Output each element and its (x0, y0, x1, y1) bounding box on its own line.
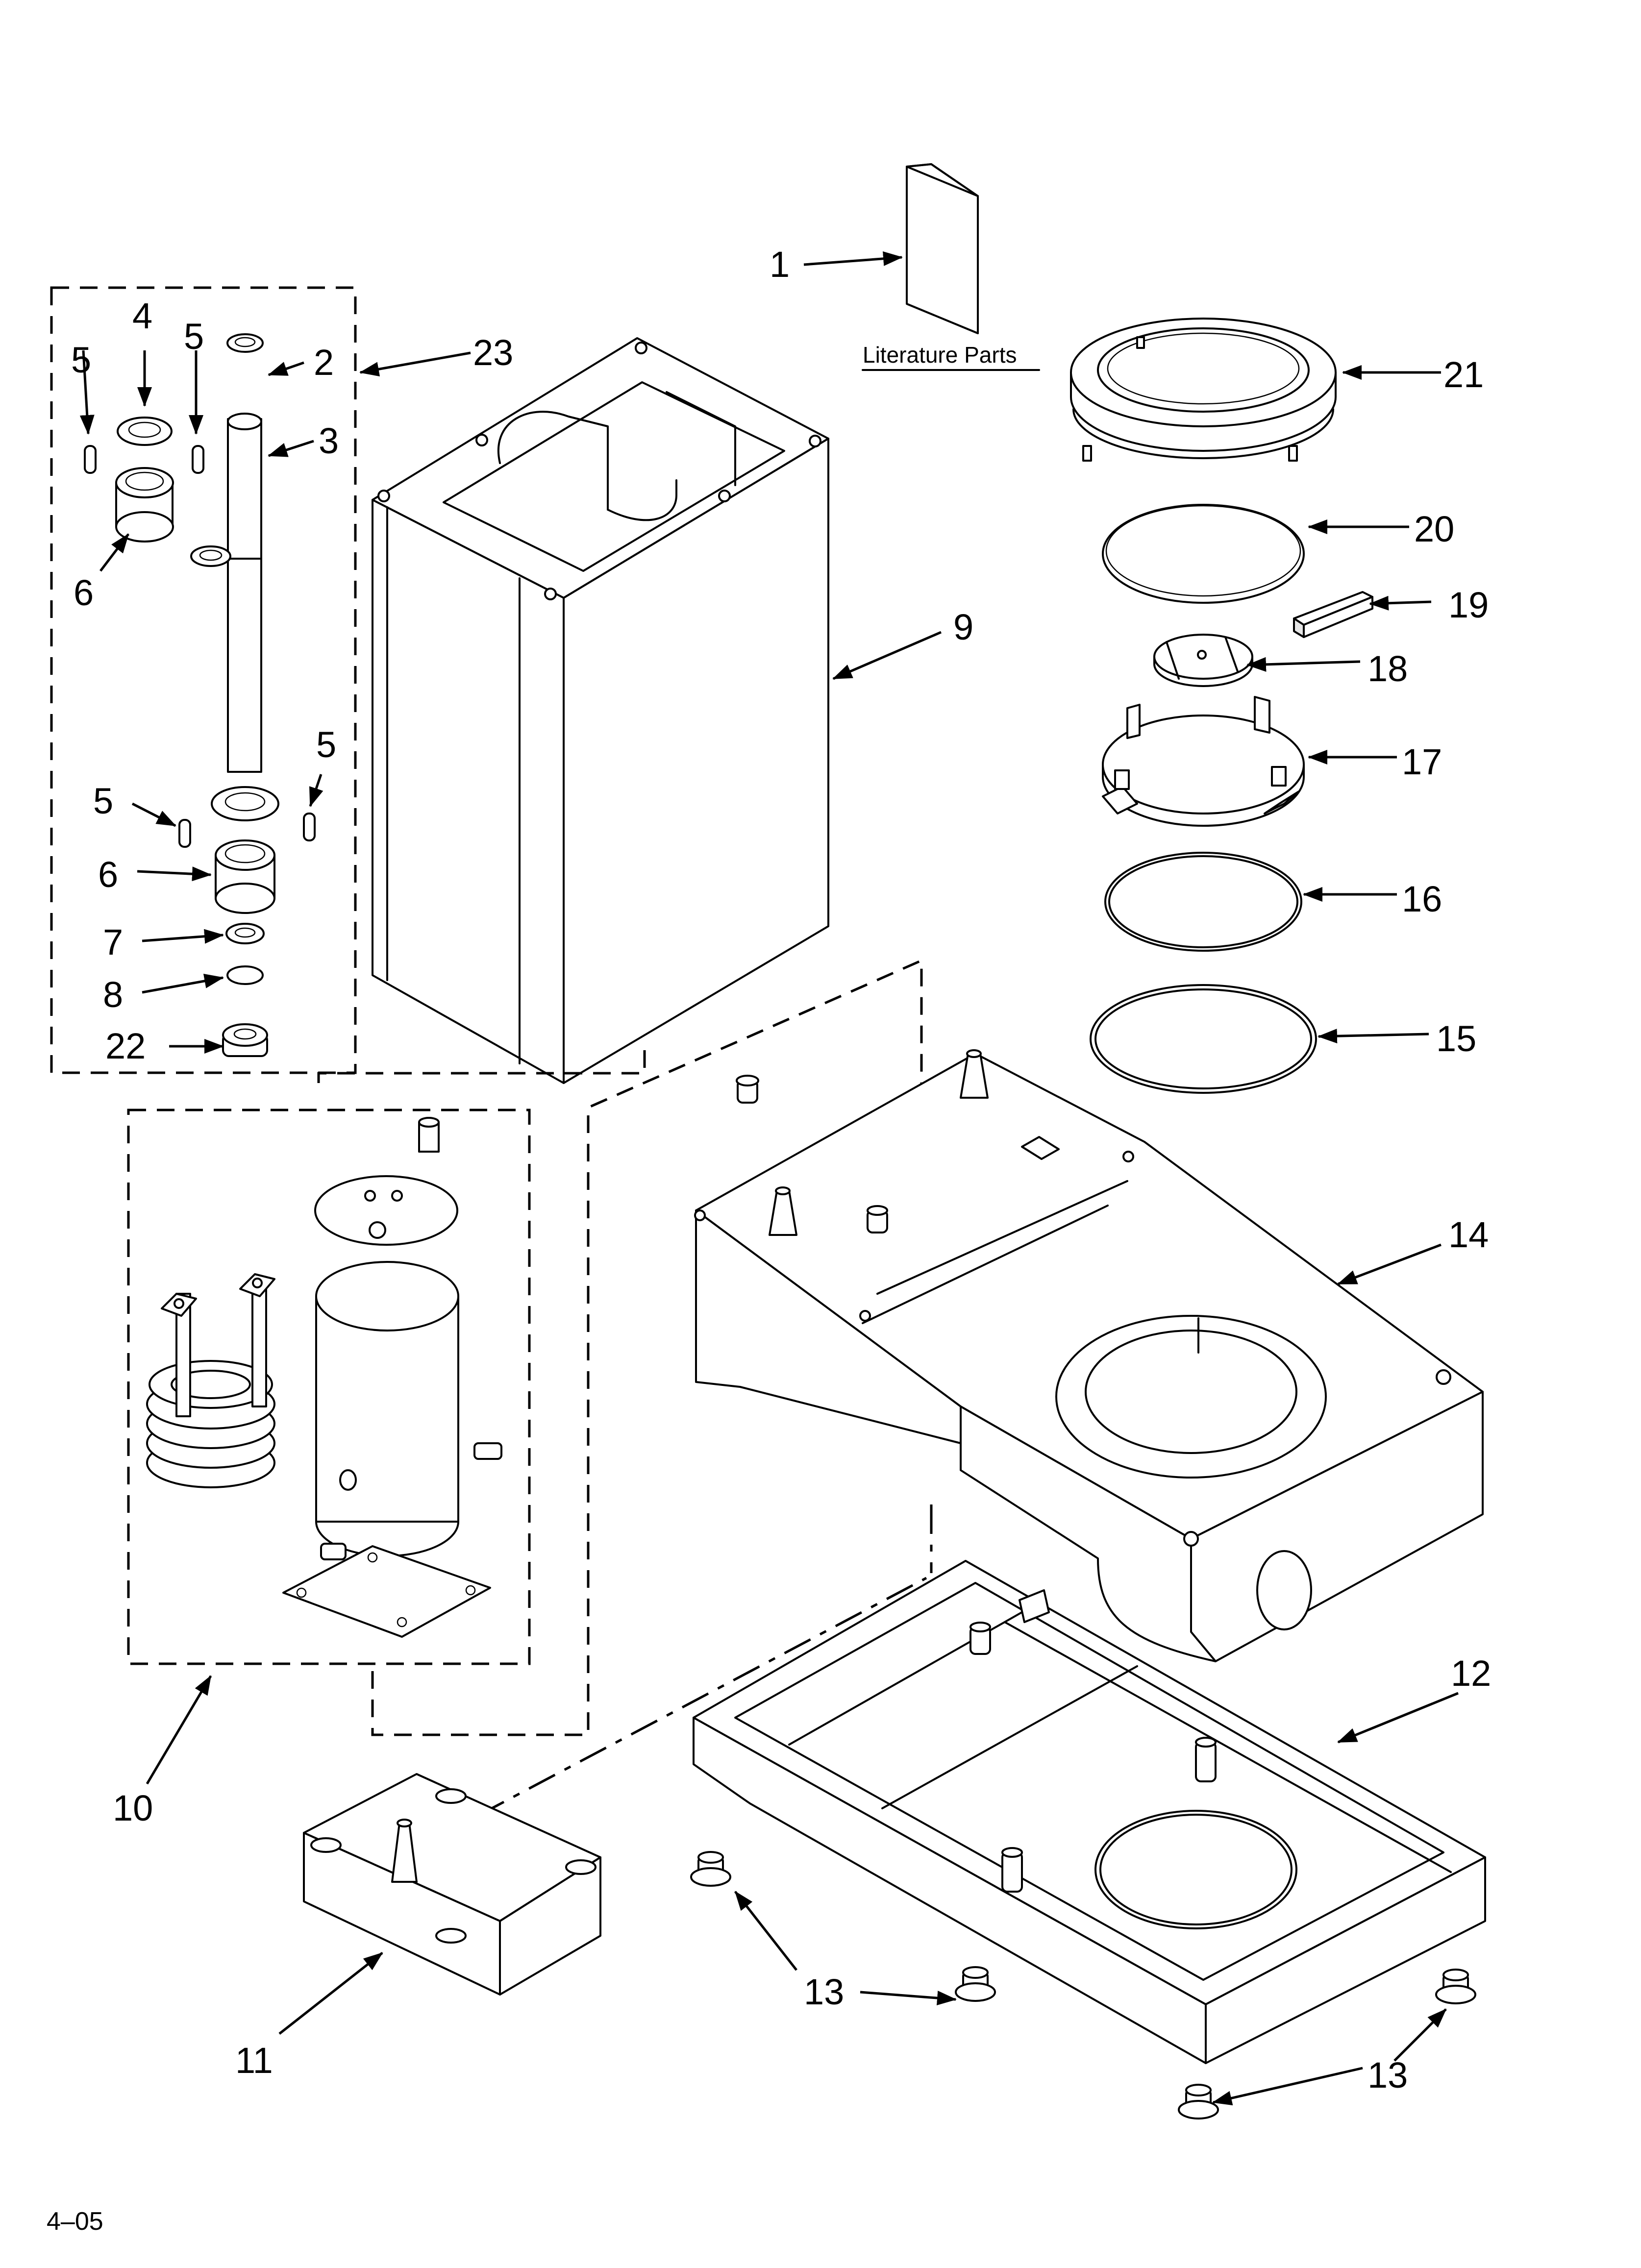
callout-19: 19 (1448, 585, 1489, 625)
literature-parts-label: Literature Parts (863, 342, 1017, 368)
callout-14: 14 (1448, 1214, 1489, 1255)
callout-20: 20 (1414, 509, 1454, 549)
callout-10: 10 (113, 1788, 153, 1828)
foot-3 (1435, 1969, 1476, 2004)
callout-16: 16 (1402, 879, 1442, 919)
footer-code: 4–05 (47, 2207, 103, 2236)
part-11-box (303, 1773, 601, 1996)
foot-2 (955, 1966, 996, 2002)
callout-13a: 13 (804, 1972, 844, 2012)
part-16-gasket (1104, 852, 1302, 952)
foot-1 (690, 1851, 731, 1887)
callout-labels: 1 21 20 19 18 17 16 15 14 12 9 23 2 3 4 … (71, 244, 1491, 2095)
part-9-tank (372, 337, 829, 1084)
callout-23: 23 (473, 332, 513, 373)
callout-1: 1 (770, 244, 790, 285)
callout-7: 7 (103, 922, 123, 962)
callout-5b: 5 (184, 316, 204, 357)
kit-10-parts (146, 1117, 502, 1638)
part-20-disc (1102, 504, 1305, 604)
heating-coil (146, 1273, 275, 1488)
callout-5c: 5 (93, 781, 113, 821)
callout-8: 8 (103, 974, 123, 1015)
callout-arrows (79, 251, 1459, 2106)
callout-21: 21 (1443, 354, 1484, 395)
callout-6b: 6 (98, 854, 118, 895)
callout-5d: 5 (316, 724, 336, 765)
kit-boundary-23 (50, 286, 357, 1074)
callout-2: 2 (314, 342, 334, 383)
callout-13b: 13 (1368, 2055, 1408, 2095)
callout-18: 18 (1368, 648, 1408, 689)
part-12-tray (693, 1560, 1486, 2064)
part-18-disc (1153, 634, 1253, 687)
callout-5a: 5 (71, 340, 91, 380)
callout-22: 22 (105, 1026, 146, 1066)
part-14-base (694, 1049, 1484, 1662)
part-21-ring (1070, 318, 1337, 462)
kit-23-parts (84, 333, 316, 1057)
part-15-gasket (1090, 984, 1317, 1094)
callout-4: 4 (132, 296, 152, 336)
part-13-feet (690, 1851, 1476, 2120)
part-19-bar (1293, 591, 1373, 638)
part-17-bracket-ring (1102, 696, 1305, 827)
callout-6a: 6 (74, 572, 94, 613)
foot-4 (1178, 2084, 1219, 2120)
callout-12: 12 (1451, 1653, 1491, 1694)
literature-booklet (906, 163, 979, 334)
callout-11: 11 (235, 2040, 273, 2081)
kit-boundary-10 (127, 1109, 531, 1665)
callout-17: 17 (1402, 741, 1442, 782)
callout-9: 9 (953, 607, 973, 647)
callout-3: 3 (319, 420, 339, 461)
assembly-leaders (317, 959, 933, 1817)
callout-15: 15 (1436, 1018, 1476, 1059)
